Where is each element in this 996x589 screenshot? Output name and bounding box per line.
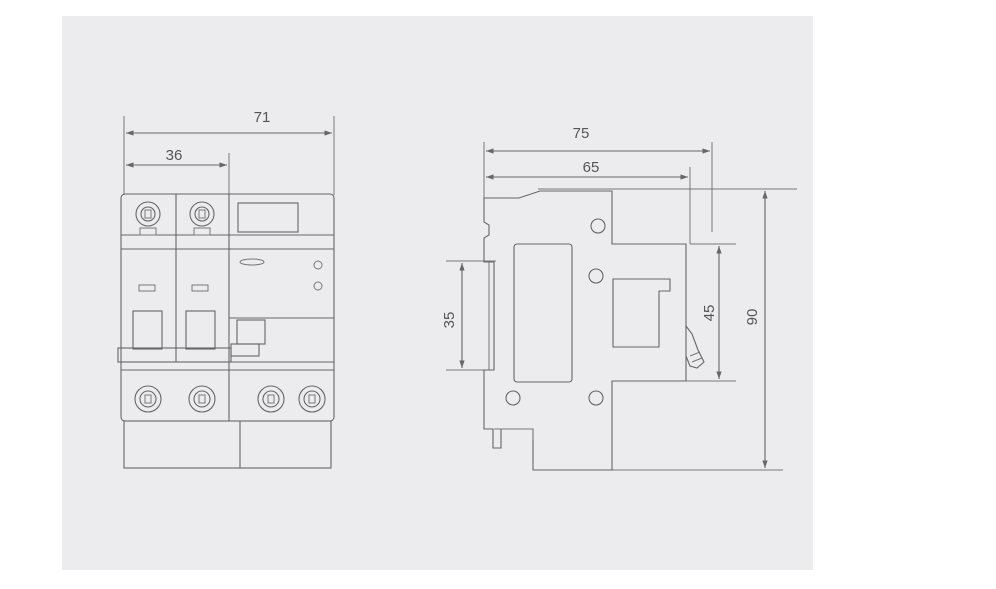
rivet-hole [505,390,521,406]
handle-tie-bar [117,347,232,363]
top-terminal-screw [189,201,215,236]
height-90-dimension: 90 [744,191,768,468]
side-toggle-lever [685,325,705,369]
bottom-terminal-screw [298,385,326,413]
breaker-base [123,420,332,469]
pole-indicator [191,284,209,292]
width-71-label: 71 [254,109,271,126]
bottom-terminal-screw [134,385,162,413]
rail-35-label: 35 [441,312,458,329]
pole-indicator [138,284,156,292]
indicator-window [237,202,299,233]
depth-65-label: 65 [583,159,600,176]
reset-indicator [313,281,323,291]
width-71-dimension: 71 [125,109,332,136]
height-45-dimension: 45 [701,246,722,379]
depth-65-dimension: 65 [486,159,688,180]
breaker-handle [185,310,216,350]
side-handle-profile [612,278,671,348]
bottom-terminal-screw [257,385,285,413]
rail-35-dimension: 35 [441,263,465,368]
breaker-side-profile [483,190,687,471]
rivet-hole [590,218,606,234]
breaker-handle [132,310,163,350]
depth-75-label: 75 [573,125,590,142]
side-view: 75 65 35 45 90 [441,125,797,471]
depth-75-dimension: 75 [486,125,710,154]
top-terminal-screw [135,201,161,236]
diagram-panel [62,16,813,570]
rivet-hole [588,268,604,284]
rivet-hole [588,390,604,406]
side-recess [513,243,573,383]
height-45-label: 45 [701,305,718,322]
width-36-label: 36 [166,147,183,164]
test-button [313,260,323,270]
width-36-dimension: 36 [125,147,227,168]
front-view: 71 36 [117,109,335,469]
rcd-handle [236,319,266,345]
bottom-terminal-screw [188,385,216,413]
height-90-label: 90 [744,309,761,326]
